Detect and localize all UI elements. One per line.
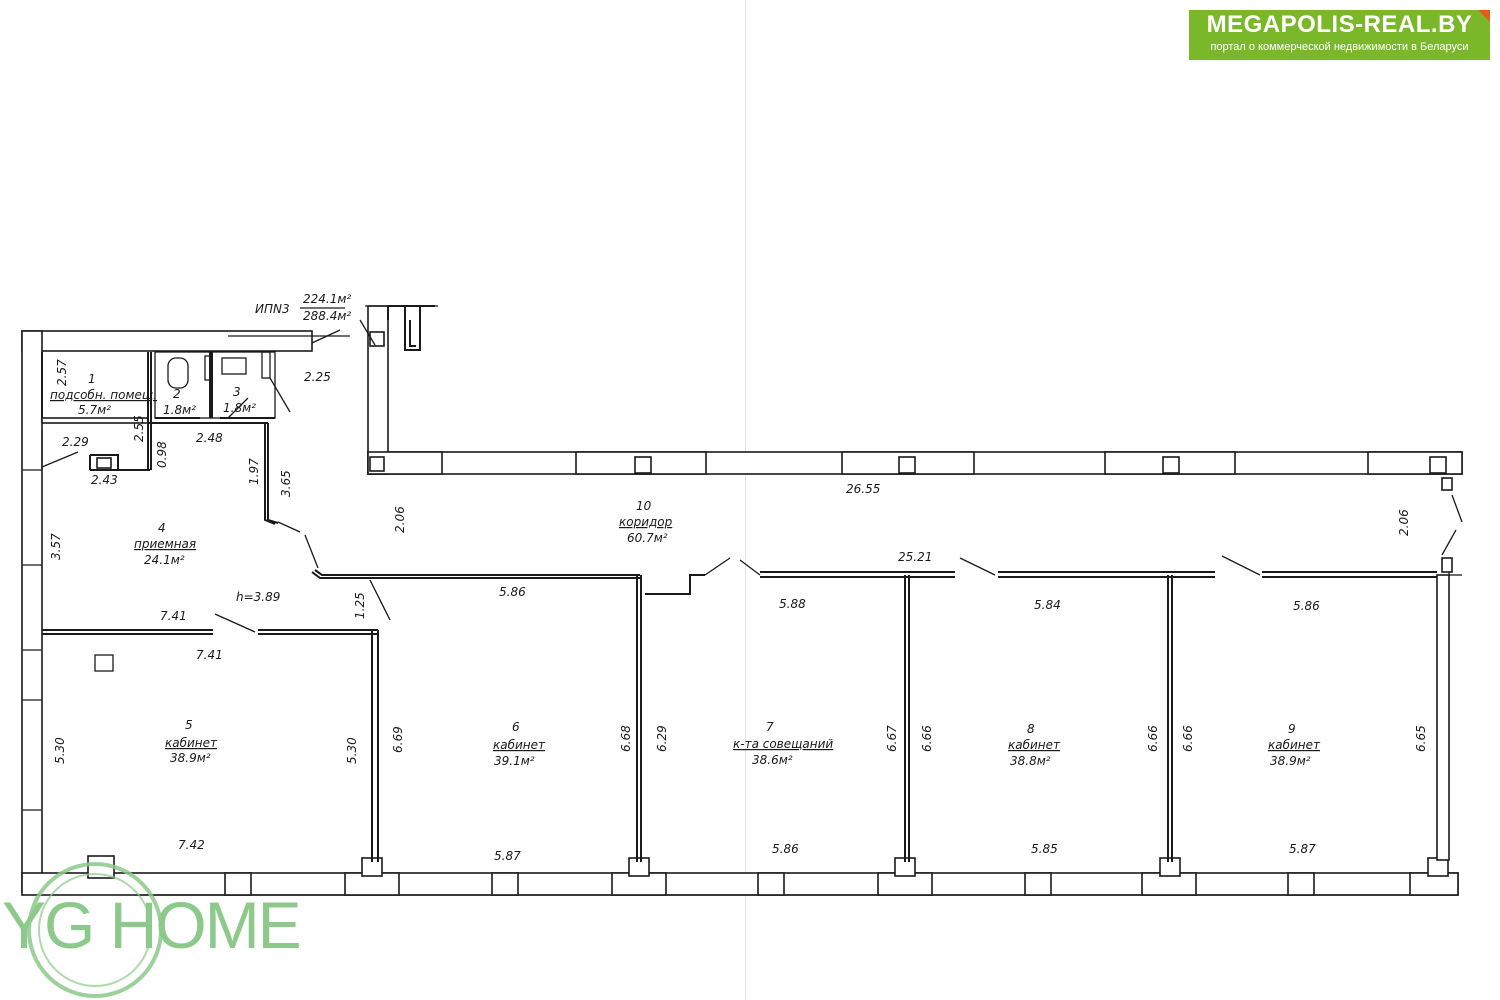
room-1-area: 5.7м² — [78, 403, 111, 417]
room-5-label: кабинет — [165, 736, 218, 750]
room-2-number: 2 — [173, 387, 181, 401]
room-7-number: 7 — [766, 720, 774, 734]
room-10-number: 10 — [636, 499, 652, 513]
brand-tagline: портал о коммерческой недвижимости в Бел… — [1210, 41, 1469, 53]
room-4-label: приемная — [134, 537, 196, 551]
room-3-number: 3 — [233, 385, 241, 399]
walls — [21, 305, 1463, 896]
room-6-area: 39.1м² — [494, 754, 535, 768]
dim-5-86-room6: 5.86 — [499, 585, 526, 599]
room-6-label: кабинет — [493, 738, 546, 752]
dim-7-41-bottom: 7.41 — [196, 648, 223, 662]
room-4-area: 24.1м² — [144, 553, 185, 567]
dim-5-30-right: 5.30 — [345, 737, 359, 764]
dim-2-06-right: 2.06 — [1397, 509, 1411, 536]
room-8-label: кабинет — [1008, 738, 1061, 752]
plan-code: ИПN3 — [255, 302, 290, 316]
dimensions: 2.57 2.55 2.29 2.43 0.98 2.48 2.25 1.97 … — [49, 359, 1428, 863]
dim-5-86-room9: 5.86 — [1293, 599, 1320, 613]
dim-2-43: 2.43 — [91, 473, 118, 487]
wall-right — [1436, 574, 1450, 861]
dim-6-29: 6.29 — [655, 725, 669, 752]
room-5-area: 38.9м² — [170, 751, 211, 765]
dim-3-57: 3.57 — [49, 533, 63, 560]
room-7-area: 38.6м² — [752, 753, 793, 767]
dim-6-69: 6.69 — [391, 726, 405, 753]
plan-area-bottom: 288.4м² — [303, 309, 351, 323]
dim-5-85: 5.85 — [1031, 842, 1058, 856]
dim-5-30-left: 5.30 — [53, 737, 67, 764]
dim-5-88: 5.88 — [779, 597, 806, 611]
room-labels: 1 подсобн. помещ. 5.7м² 2 1.8м² 3 1.8м² … — [50, 372, 1321, 768]
dim-1-97: 1.97 — [247, 458, 261, 485]
room-8-area: 38.8м² — [1010, 754, 1051, 768]
dim-25-21: 25.21 — [898, 550, 932, 564]
dim-6-66-a: 6.66 — [920, 725, 934, 752]
dim-3-65: 3.65 — [279, 470, 293, 497]
room-9-number: 9 — [1288, 722, 1296, 736]
room-5-number: 5 — [185, 718, 193, 732]
plan-header: ИПN3 224.1м² 288.4м² — [255, 292, 351, 323]
wall-top-left — [21, 330, 313, 352]
dim-2-06-left: 2.06 — [393, 506, 407, 533]
room-4-number: 4 — [158, 521, 166, 535]
room-1-number: 1 — [88, 372, 96, 386]
watermark-ring-icon — [27, 862, 163, 998]
dim-6-66-c: 6.66 — [1181, 725, 1195, 752]
room-2-area: 1.8м² — [163, 403, 196, 417]
megapolis-brand-badge[interactable]: MEGAPOLIS-REAL.BY портал о коммерческой … — [1189, 10, 1490, 60]
plan-area-top: 224.1м² — [303, 292, 351, 306]
dim-2-55: 2.55 — [132, 415, 146, 442]
dim-6-67: 6.67 — [885, 725, 899, 752]
dim-2-48: 2.48 — [196, 431, 223, 445]
dim-6-68: 6.68 — [619, 725, 633, 752]
dim-7-41-top: 7.41 — [160, 609, 187, 623]
dim-6-66-b: 6.66 — [1146, 725, 1160, 752]
watermark-text: YG HOME — [2, 888, 302, 962]
dim-5-84: 5.84 — [1034, 598, 1061, 612]
dim-2-25: 2.25 — [304, 370, 331, 384]
dim-0-98: 0.98 — [155, 441, 169, 468]
dim-7-42: 7.42 — [178, 838, 205, 852]
room-3-area: 1.8м² — [223, 401, 256, 415]
room-1-label: подсобн. помещ. — [50, 388, 157, 402]
dim-2-57: 2.57 — [55, 359, 69, 386]
dim-26-55: 26.55 — [846, 482, 880, 496]
ceiling-height: h=3.89 — [236, 590, 280, 604]
dim-6-65: 6.65 — [1414, 725, 1428, 752]
room-9-area: 38.9м² — [1270, 754, 1311, 768]
room-7-label: к-та совещаний — [733, 737, 833, 751]
dim-5-87-room6: 5.87 — [494, 849, 521, 863]
scan-fold-line — [745, 0, 746, 1000]
yg-home-watermark — [27, 862, 163, 998]
room-9-label: кабинет — [1268, 738, 1321, 752]
room-6-number: 6 — [512, 720, 520, 734]
room-10-label: коридор — [619, 515, 673, 529]
brand-name: MEGAPOLIS-REAL.BY — [1206, 11, 1473, 38]
brand-corner-icon — [1478, 10, 1490, 22]
wall-left — [21, 330, 43, 892]
dim-5-87-room9: 5.87 — [1289, 842, 1316, 856]
room-10-area: 60.7м² — [627, 531, 668, 545]
room-8-number: 8 — [1027, 722, 1035, 736]
dim-2-29: 2.29 — [62, 435, 89, 449]
dim-1-25: 1.25 — [353, 592, 367, 619]
dim-5-86-room7: 5.86 — [772, 842, 799, 856]
